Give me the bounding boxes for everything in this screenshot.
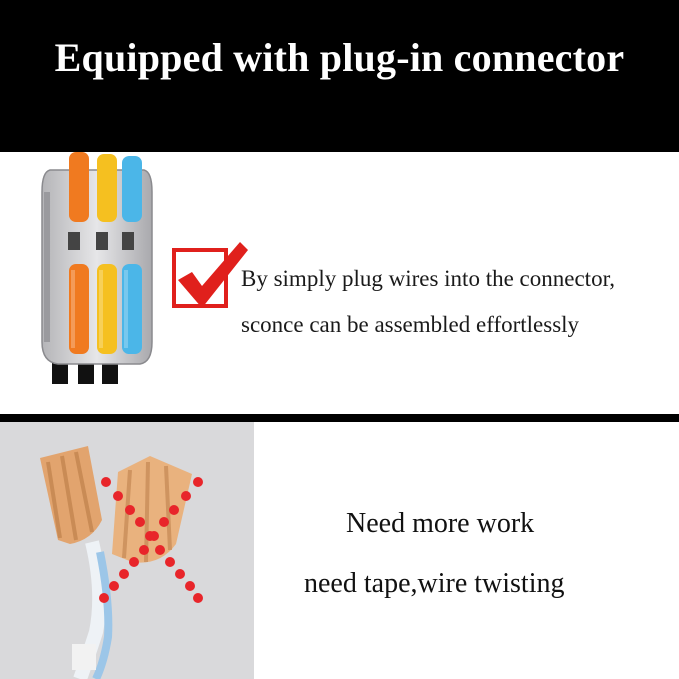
red-check-icon [172, 242, 248, 308]
disadvantage-section: Need more work need tape,wire twisting [0, 422, 679, 679]
wire-nut-photo [0, 422, 254, 679]
advantage-line-2: sconce can be assembled effortlessly [241, 312, 580, 337]
wire-nut-icon [40, 446, 203, 679]
advantage-line-1: By simply plug wires into the connector, [241, 266, 616, 291]
advantage-section: By simply plug wires into the connector,… [0, 152, 679, 415]
page-title: Equipped with plug-in connector [54, 35, 625, 80]
section-divider [0, 414, 679, 422]
disadvantage-line-2: need tape,wire twisting [304, 568, 565, 599]
disadvantage-line-1: Need more work [346, 508, 535, 539]
header-banner: Equipped with plug-in connector [0, 0, 679, 152]
lever-connector-icon [41, 152, 153, 384]
